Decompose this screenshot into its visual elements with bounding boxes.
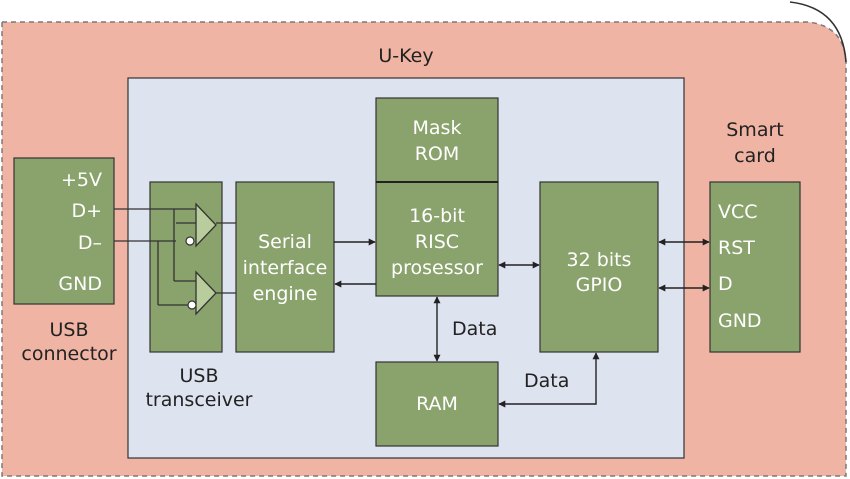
smart-card-pin-d: D [718,273,733,295]
smart-card-pin-gnd: GND [718,310,762,332]
usb-pin-d-plus: D+ [71,200,102,222]
usb-connector-label-line1: USB [49,319,89,341]
smart-card-label-line1: Smart [726,119,784,141]
smart-card-pin-rst: RST [718,237,755,259]
usb-connector-block [13,157,115,305]
smart-card-label-line2: card [734,145,776,167]
processor-label-line2: RISC [414,231,460,253]
usb-pin-d-minus: D– [77,232,102,254]
transmit-amplifier-icon [195,270,217,316]
ram-label: RAM [416,393,458,415]
processor-label-line1: 16-bit [409,205,465,227]
risc-processor-block [375,181,499,297]
usb-pin-gnd: GND [58,273,102,295]
smart-card-block [709,181,801,353]
serial-interface-engine-block [235,181,335,353]
mask-rom-block [375,97,499,183]
usb-transceiver-block [149,181,223,353]
mask-rom-label-line2: ROM [414,143,460,165]
usb-connector-label-line2: connector [21,343,117,365]
smart-card-pin-vcc: VCC [718,201,758,223]
gpio-label-line2: GPIO [575,274,623,296]
usb-transceiver-label-line1: USB [179,365,219,387]
receive-amplifier-icon [195,202,217,248]
gpio-label-line1: 32 bits [566,249,632,271]
processor-label-line3: prosessor [391,257,483,279]
usb-transceiver-label-line2: transceiver [145,389,253,411]
data-label-processor-ram: Data [452,318,498,340]
sie-label-line1: Serial [258,231,312,253]
u-key-title: U-Key [378,45,434,67]
sie-label-line3: engine [252,283,318,305]
gpio-block [539,181,659,353]
sie-label-line2: interface [242,257,328,279]
usb-data-wiring [114,208,236,306]
board-corner-curve [789,1,847,63]
receive-amplifier-inversion-dot [185,236,195,246]
transmit-amplifier-inversion-dot [187,300,197,310]
mask-rom-label-line1: Mask [412,117,462,139]
ram-block [375,361,499,447]
data-label-ram-gpio: Data [524,370,570,392]
ram-gpio-arrow [498,352,600,408]
usb-pin-5v: +5V [60,169,102,191]
